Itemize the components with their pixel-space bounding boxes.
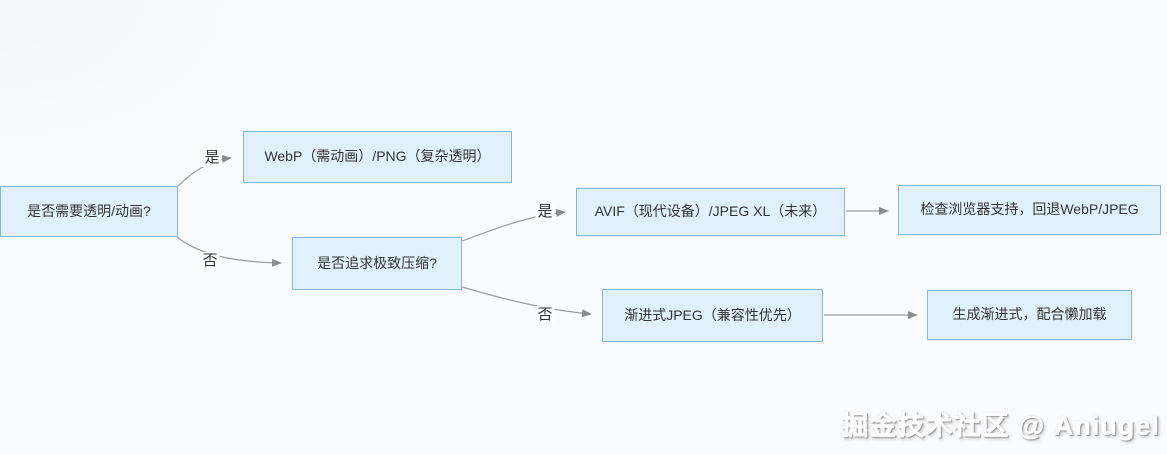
- edge-label-yes-1: 是: [202, 149, 222, 167]
- watermark: 掘金技术社区 @ Aniugel: [841, 411, 1160, 441]
- node-label: 检查浏览器支持，回退WebP/JPEG: [920, 201, 1139, 218]
- edge-q1-q2: [176, 236, 282, 267]
- node-label: AVIF（现代设备）/JPEG XL（未来）: [594, 203, 827, 220]
- edge-q2-pjpeg: [461, 286, 592, 318]
- node-label: 是否追求极致压缩?: [317, 254, 437, 271]
- node-generate-progressive-lazyload-action: 生成渐进式，配合懒加载: [927, 290, 1132, 340]
- edge-label-no-2: 否: [535, 306, 555, 324]
- node-need-transparency-question: 是否需要透明/动画?: [0, 186, 178, 237]
- node-avif-jpegxl-result: AVIF（现代设备）/JPEG XL（未来）: [576, 188, 845, 236]
- edge-label-yes-2: 是: [535, 203, 555, 221]
- node-label: 渐进式JPEG（兼容性优先）: [624, 306, 801, 323]
- node-progressive-jpeg-result: 渐进式JPEG（兼容性优先）: [602, 289, 823, 342]
- node-label: WebP（需动画）/PNG（复杂透明）: [264, 148, 491, 165]
- node-check-browser-support-action: 检查浏览器支持，回退WebP/JPEG: [898, 185, 1161, 235]
- node-extreme-compression-question: 是否追求极致压缩?: [292, 237, 462, 290]
- node-label: 生成渐进式，配合懒加载: [952, 306, 1107, 323]
- node-label: 是否需要透明/动画?: [27, 202, 151, 219]
- node-webp-png-result: WebP（需动画）/PNG（复杂透明）: [243, 131, 512, 183]
- edge-label-no-1: 否: [200, 252, 220, 270]
